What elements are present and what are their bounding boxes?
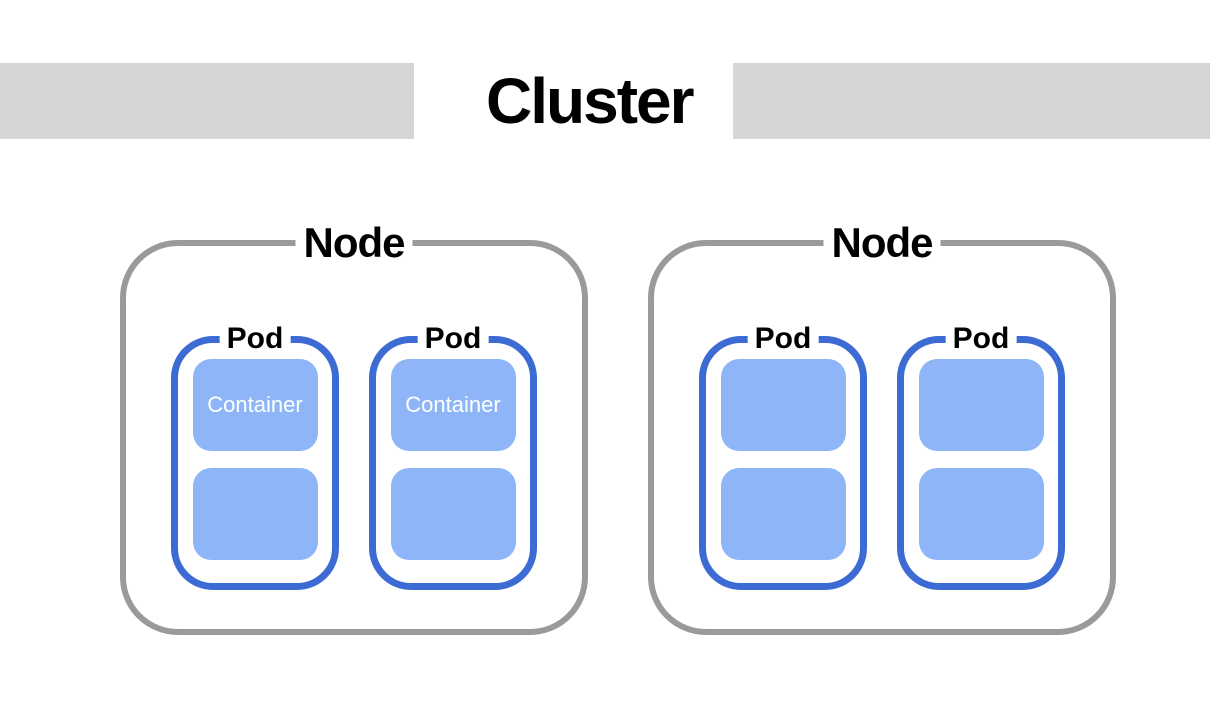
node-2-pod-2-container-1 bbox=[918, 359, 1044, 451]
node-2-label: Node bbox=[823, 222, 941, 264]
node-1-pod-1-container-2 bbox=[192, 468, 318, 560]
node-1-pod-2-container-2 bbox=[390, 468, 516, 560]
node-2-pod-1: Pod bbox=[699, 324, 867, 590]
node-2-pod-2-label: Pod bbox=[945, 324, 1017, 354]
cluster-bar-left bbox=[0, 63, 414, 139]
node-1: Node Pod Container Pod Container bbox=[120, 222, 588, 635]
node-2-pod-1-container-2 bbox=[720, 468, 846, 560]
node-2-pod-1-label: Pod bbox=[747, 324, 819, 354]
cluster-header: Cluster bbox=[0, 63, 1210, 139]
node-1-pod-1: Pod Container bbox=[171, 324, 339, 590]
node-2: Node Pod Pod bbox=[648, 222, 1116, 635]
node-1-pod-2-label: Pod bbox=[417, 324, 489, 354]
cluster-bar-right bbox=[732, 63, 1210, 139]
node-1-pod-1-container-1: Container bbox=[192, 359, 318, 451]
node-1-pod-2: Pod Container bbox=[369, 324, 537, 590]
node-1-pod-2-container-1: Container bbox=[390, 359, 516, 451]
nodes-row: Node Pod Container Pod Container Node Po… bbox=[120, 222, 1116, 635]
node-1-pod-1-label: Pod bbox=[219, 324, 291, 354]
node-2-pod-2: Pod bbox=[897, 324, 1065, 590]
node-1-label: Node bbox=[295, 222, 413, 264]
node-2-pod-2-container-2 bbox=[918, 468, 1044, 560]
node-2-pod-1-container-1 bbox=[720, 359, 846, 451]
cluster-title: Cluster bbox=[486, 65, 694, 137]
